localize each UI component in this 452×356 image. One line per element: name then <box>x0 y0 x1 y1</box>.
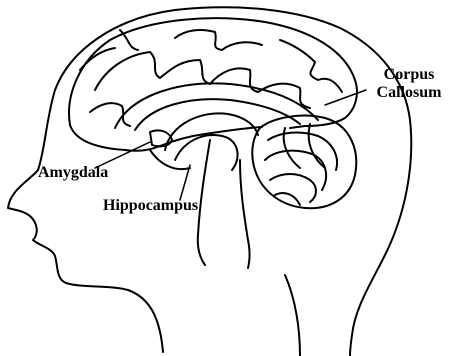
brainstem-front <box>198 140 210 265</box>
hippocampus-label: Hippocampus <box>103 197 198 215</box>
cerebellum-fold-2 <box>265 151 326 190</box>
cerebellum-outline <box>252 116 356 209</box>
corpus-callosum-label-line1: Corpus <box>364 66 452 84</box>
cerebrum-outline <box>69 18 357 128</box>
corpus-callosum-label: Corpus Callosum <box>364 66 452 102</box>
corpus-callosum-inner <box>135 99 300 130</box>
temporal-lobe <box>150 150 190 169</box>
corpus-callosum-label-line2: Callosum <box>364 84 452 102</box>
corpus-callosum-leader <box>325 90 366 105</box>
amygdala-label: Amygdala <box>38 164 108 182</box>
corpus-callosum-outer <box>115 83 318 128</box>
gyrus-5 <box>175 30 262 50</box>
lateral-ventricle <box>165 113 258 150</box>
gyrus-4 <box>80 48 115 70</box>
gyrus-7 <box>120 30 138 50</box>
hippocampus-leader <box>180 165 190 200</box>
brainstem-back <box>240 160 250 268</box>
neck-outline <box>285 275 300 356</box>
